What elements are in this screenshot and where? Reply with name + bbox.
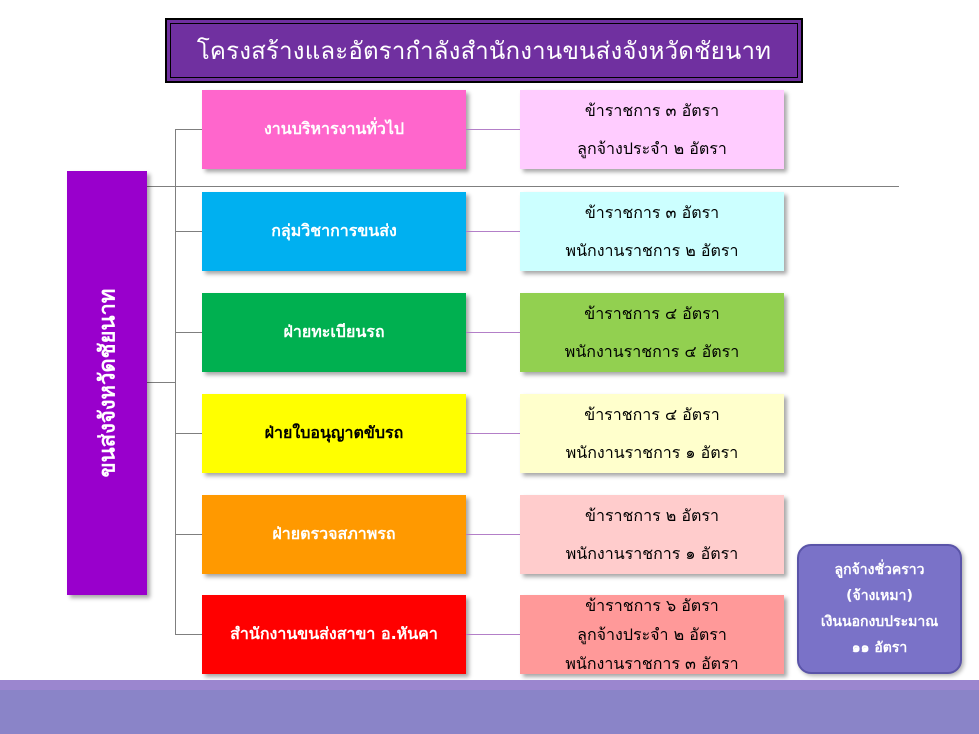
temporary-line: ๑๑ อัตรา [851, 640, 908, 656]
staff-line: พนักงานราชการ ๓ อัตรา [565, 654, 739, 673]
divider-line [147, 186, 899, 187]
staff-box: ข้าราชการ ๖ อัตรา ลูกจ้างประจำ ๒ อัตรา พ… [520, 595, 784, 674]
staff-line: พนักงานราชการ ๑ อัตรา [565, 442, 739, 462]
unit-label: ฝ่ายตรวจสภาพรถ [272, 524, 396, 543]
staff-line: ข้าราชการ ๔ อัตรา [584, 303, 720, 323]
unit-box-registration: ฝ่ายทะเบียนรถ [202, 293, 466, 372]
staff-connector-line [466, 129, 520, 130]
staff-line: ข้าราชการ ๖ อัตรา [585, 596, 719, 615]
root-connector-line [147, 382, 175, 383]
staff-connector-line [466, 332, 520, 333]
root-box: ขนส่งจังหวัดชัยนาท [67, 171, 147, 595]
staff-line: พนักงานราชการ ๑ อัตรา [565, 543, 739, 563]
tree-trunk-line [175, 129, 176, 635]
temporary-staff-box: ลูกจ้างชั่วคราว (จ้างเหมา) เงินนอกงบประม… [797, 544, 962, 674]
staff-connector-line [466, 433, 520, 434]
staff-box: ข้าราชการ ๔ อัตรา พนักงานราชการ ๑ อัตรา [520, 394, 784, 473]
staff-line: ข้าราชการ ๒ อัตรา [585, 505, 719, 525]
unit-box-inspection: ฝ่ายตรวจสภาพรถ [202, 495, 466, 574]
staff-line: ลูกจ้างประจำ ๒ อัตรา [577, 625, 727, 644]
root-label: ขนส่งจังหวัดชัยนาท [95, 288, 121, 478]
branch-line [175, 129, 202, 130]
unit-box-general-admin: งานบริหารงานทั่วไป [202, 90, 466, 169]
staff-line: ลูกจ้างประจำ ๒ อัตรา [577, 138, 727, 158]
staff-line: ข้าราชการ ๓ อัตรา [584, 100, 720, 120]
unit-box-technical: กลุ่มวิชาการขนส่ง [202, 192, 466, 271]
unit-box-license: ฝ่ายใบอนุญาตขับรถ [202, 394, 466, 473]
temporary-line: ลูกจ้างชั่วคราว [834, 562, 925, 578]
branch-line [175, 634, 202, 635]
unit-label: ฝ่ายทะเบียนรถ [283, 322, 385, 341]
temporary-line: (จ้างเหมา) [846, 588, 913, 604]
staff-line: ข้าราชการ ๓ อัตรา [584, 202, 720, 222]
staff-line: พนักงานราชการ ๒ อัตรา [565, 240, 739, 260]
branch-line [175, 231, 202, 232]
footer-band [0, 690, 979, 734]
staff-connector-line [466, 634, 520, 635]
staff-connector-line [466, 231, 520, 232]
branch-line [175, 332, 202, 333]
title-banner: โครงสร้างและอัตรากำลังสำนักงานขนส่งจังหว… [165, 18, 803, 83]
staff-box: ข้าราชการ ๓ อัตรา ลูกจ้างประจำ ๒ อัตรา [520, 90, 784, 169]
staff-box: ข้าราชการ ๔ อัตรา พนักงานราชการ ๔ อัตรา [520, 293, 784, 372]
unit-label: สำนักงานขนส่งสาขา อ.หันคา [230, 624, 438, 643]
branch-line [175, 534, 202, 535]
staff-box: ข้าราชการ ๓ อัตรา พนักงานราชการ ๒ อัตรา [520, 192, 784, 271]
temporary-line: เงินนอกงบประมาณ [820, 614, 939, 630]
page-title: โครงสร้างและอัตรากำลังสำนักงานขนส่งจังหว… [196, 37, 772, 65]
branch-line [175, 433, 202, 434]
staff-connector-line [466, 534, 520, 535]
unit-label: งานบริหารงานทั่วไป [263, 119, 405, 138]
footer-band [0, 680, 979, 690]
staff-line: ข้าราชการ ๔ อัตรา [584, 404, 720, 424]
staff-line: พนักงานราชการ ๔ อัตรา [564, 341, 740, 361]
staff-box: ข้าราชการ ๒ อัตรา พนักงานราชการ ๑ อัตรา [520, 495, 784, 574]
unit-label: ฝ่ายใบอนุญาตขับรถ [264, 423, 404, 442]
unit-box-branch-office: สำนักงานขนส่งสาขา อ.หันคา [202, 595, 466, 674]
unit-label: กลุ่มวิชาการขนส่ง [271, 221, 397, 240]
